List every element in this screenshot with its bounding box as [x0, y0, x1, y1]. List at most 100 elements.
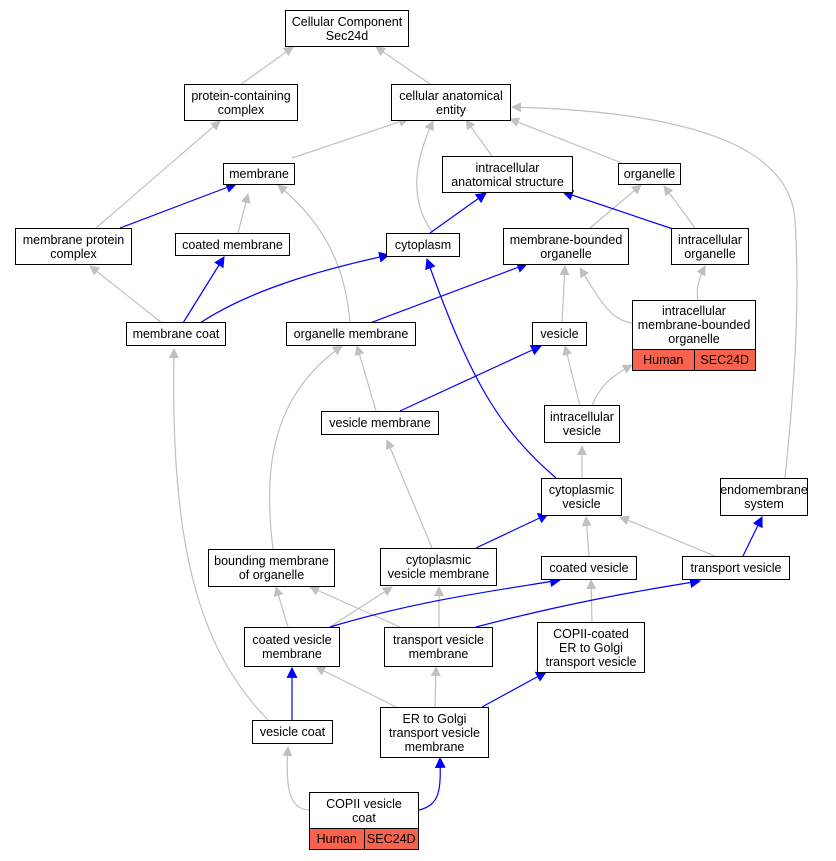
annotation-tags: Human SEC24D	[633, 349, 755, 370]
edge-isa-vesicle-coat-membrane-coat	[168, 348, 269, 721]
node-organelle-label: organelle	[623, 167, 676, 181]
edge-isa-transport-vesicle-cytoplasmic-vesicle	[619, 515, 716, 557]
edge-isa-cell-entity-root	[375, 46, 431, 85]
edge-partof-cvm-cytoplasmic-vesicle	[475, 513, 549, 549]
node-protein-containing-complex-label: protein-containing complex	[191, 88, 291, 117]
node-er-to-golgi-transport-vesicle-membrane[interactable]: ER to Golgi transport vesicle membrane	[380, 707, 489, 758]
species-tag[interactable]: Human	[316, 832, 357, 846]
edge-isa-organelle-cell-entity	[509, 117, 623, 164]
node-membrane-protein-complex[interactable]: membrane protein complex	[15, 228, 132, 265]
edge-isa-vesicle-mbo	[559, 265, 570, 324]
edge-isa-organelle-membrane-membrane	[277, 184, 351, 324]
node-organelle-membrane[interactable]: organelle membrane	[286, 322, 416, 346]
node-organelle-membrane-label: organelle membrane	[293, 327, 409, 341]
annotation-tags: Human SEC24D	[310, 828, 418, 849]
node-bounding-membrane-of-organelle[interactable]: bounding membrane of organelle	[208, 549, 335, 587]
edge-isa-mbo-organelle	[589, 184, 642, 229]
edge-isa-membrane-cell-entity	[291, 117, 409, 159]
edge-isa-er-golgi-membrane-cvmem	[315, 666, 397, 708]
gene-tag[interactable]: SEC24D	[693, 350, 756, 370]
node-cytoplasmic-vesicle-label: cytoplasmic vesicle	[548, 483, 615, 511]
edge-isa-tvm-bounding-membrane	[309, 586, 401, 628]
node-coated-vesicle-membrane[interactable]: coated vesicle membrane	[244, 627, 340, 667]
edge-isa-coated-membrane-membrane	[237, 193, 251, 234]
edge-partof-membrane-coat-cytoplasm	[199, 251, 391, 324]
edge-isa-membrane-coat-mpc	[89, 265, 163, 324]
node-vesicle-membrane[interactable]: vesicle membrane	[321, 411, 439, 435]
node-transport-vesicle-membrane[interactable]: transport vesicle membrane	[384, 627, 493, 667]
node-intracellular-vesicle-label: intracellular vesicle	[550, 410, 614, 438]
node-intracellular-membrane-bounded-organelle[interactable]: intracellular membrane-bounded organelle…	[632, 300, 756, 371]
node-intracellular-organelle[interactable]: intracellular organelle	[671, 228, 749, 265]
edge-partof-organelle-membrane-mbo	[369, 262, 529, 324]
node-vesicle-coat[interactable]: vesicle coat	[252, 720, 333, 744]
edge-isa-imbo-io	[696, 265, 706, 301]
node-intracellular-organelle-label: intracellular organelle	[678, 232, 742, 261]
node-cytoplasmic-vesicle-membrane[interactable]: cytoplasmic vesicle membrane	[380, 548, 497, 586]
edge-isa-cytoplasm-cell-entity	[416, 120, 434, 234]
edge-isa-imbo-mbo	[579, 267, 633, 324]
node-bounding-membrane-of-organelle-label: bounding membrane of organelle	[214, 554, 329, 582]
node-membrane-bounded-organelle[interactable]: membrane-bounded organelle	[503, 228, 629, 265]
node-cytoplasm-label: cytoplasm	[394, 238, 452, 252]
node-transport-vesicle[interactable]: transport vesicle	[682, 556, 790, 580]
node-vesicle-membrane-label: vesicle membrane	[329, 416, 431, 430]
node-coated-vesicle-membrane-label: coated vesicle membrane	[252, 633, 332, 661]
node-er-to-golgi-transport-vesicle-membrane-label: ER to Golgi transport vesicle membrane	[388, 711, 480, 754]
node-cytoplasmic-vesicle[interactable]: cytoplasmic vesicle	[541, 478, 622, 516]
edge-isa-intracell-anat-cell-entity	[465, 119, 493, 157]
node-transport-vesicle-membrane-label: transport vesicle membrane	[392, 633, 484, 661]
node-cytoplasm[interactable]: cytoplasm	[386, 233, 460, 257]
edge-isa-vesicle-membrane-organelle-membrane	[354, 345, 377, 412]
node-cellular-anatomical-entity-label: cellular anatomical entity	[399, 88, 503, 117]
node-cytoplasmic-vesicle-membrane-label: cytoplasmic vesicle membrane	[387, 553, 490, 581]
edge-isa-bounding-membrane-organelle-membrane	[268, 345, 343, 551]
node-intracellular-anatomical-structure-label: intracellular anatomical structure	[451, 160, 564, 189]
species-tag[interactable]: Human	[643, 353, 684, 367]
edge-partof-tvm-transport-vesicle	[475, 577, 702, 628]
node-organelle[interactable]: organelle	[618, 163, 681, 185]
edge-partof-copii-coat-er-golgi-membrane	[418, 756, 446, 811]
edge-partof-transport-vesicle-endomembrane	[742, 516, 763, 557]
node-vesicle-label: vesicle	[540, 327, 579, 341]
node-intracellular-anatomical-structure[interactable]: intracellular anatomical structure	[442, 156, 573, 193]
node-cellular-anatomical-entity[interactable]: cellular anatomical entity	[391, 84, 511, 121]
node-root-label: Cellular Component Sec24d	[291, 14, 403, 43]
node-coated-membrane-label: coated membrane	[182, 237, 283, 252]
node-vesicle[interactable]: vesicle	[532, 322, 587, 346]
node-root[interactable]: Cellular Component Sec24d	[285, 10, 409, 47]
node-endomembrane-system[interactable]: endomembrane system	[720, 478, 808, 516]
node-intracellular-vesicle[interactable]: intracellular vesicle	[544, 405, 620, 443]
edge-partof-er-golgi-membrane-copii-vesicle	[481, 671, 547, 708]
node-copii-coated-er-to-golgi-transport-vesicle[interactable]: COPII-coated ER to Golgi transport vesic…	[537, 622, 645, 673]
node-copii-vesicle-coat-label: COPII vesicle coat	[326, 796, 402, 825]
edge-partof-cvmem-coated-vesicle	[329, 576, 562, 628]
node-copii-vesicle-coat[interactable]: COPII vesicle coat Human SEC24D	[309, 792, 419, 850]
edge-isa-mpc-protein-complex	[95, 120, 221, 229]
node-transport-vesicle-label: transport vesicle	[690, 561, 782, 575]
edge-partof-membrane-coat-coated-membrane	[182, 256, 225, 324]
edge-isa-endomembrane-cell-entity	[511, 102, 798, 479]
node-protein-containing-complex[interactable]: protein-containing complex	[184, 84, 298, 121]
edge-isa-intracellular-vesicle-vesicle	[562, 345, 581, 407]
edge-isa-cvmem-bounding-membrane	[273, 586, 289, 628]
node-membrane-bounded-organelle-label: membrane-bounded organelle	[509, 232, 623, 261]
node-coated-vesicle-label: coated vesicle	[549, 561, 629, 575]
edge-isa-io-organelle	[663, 185, 696, 229]
node-membrane-coat[interactable]: membrane coat	[126, 322, 226, 346]
edge-isa-copii-vesicle-coated-vesicle	[586, 579, 597, 623]
edge-isa-copii-coat-vesicle-coat	[282, 746, 311, 811]
edge-isa-cvmem-cvm	[329, 586, 393, 628]
node-coated-vesicle[interactable]: coated vesicle	[541, 556, 637, 580]
node-membrane-label: membrane	[229, 167, 289, 181]
node-endomembrane-system-label: endomembrane system	[720, 483, 808, 511]
node-membrane[interactable]: membrane	[223, 163, 295, 185]
edge-isa-er-golgi-membrane-tvm	[430, 666, 441, 708]
node-coated-membrane[interactable]: coated membrane	[175, 233, 290, 256]
node-copii-coated-er-to-golgi-transport-vesicle-label: COPII-coated ER to Golgi transport vesic…	[545, 626, 637, 669]
node-vesicle-coat-label: vesicle coat	[259, 725, 326, 739]
gene-tag[interactable]: SEC24D	[363, 829, 419, 849]
edge-isa-protein-complex-root	[239, 46, 294, 86]
edge-partof-cytoplasmic-vesicle-cytoplasm	[425, 257, 557, 479]
